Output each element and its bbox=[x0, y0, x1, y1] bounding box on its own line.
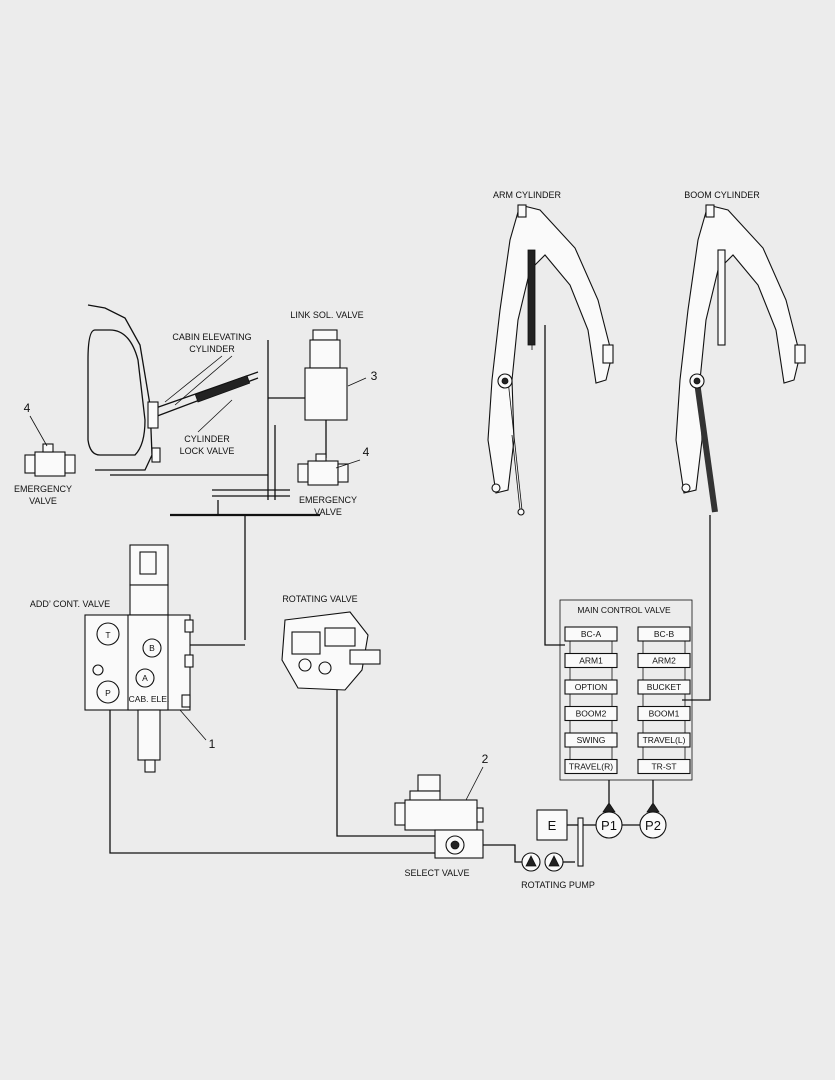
callout-2: 2 bbox=[482, 752, 489, 766]
pump-p2-label: P2 bbox=[645, 818, 661, 833]
rotating-valve-label: ROTATING VALVE bbox=[282, 594, 357, 604]
cylinder-lock-label-1: CYLINDER bbox=[184, 434, 230, 444]
engine-label: E bbox=[548, 818, 557, 833]
mcv-spool-right bbox=[637, 652, 691, 669]
emergency-valve-left-label-2: VALVE bbox=[29, 496, 57, 506]
main-control-valve-frame bbox=[559, 599, 693, 781]
mcv-spool-label: TRAVEL(R) bbox=[569, 762, 613, 772]
mcv-spool-right bbox=[637, 705, 691, 722]
mcv-spool-left bbox=[564, 705, 618, 722]
mcv-spool-right bbox=[637, 732, 691, 748]
mcv-spool-left bbox=[564, 758, 618, 775]
select-valve-label: SELECT VALVE bbox=[404, 868, 469, 878]
mcv-spool-label: OPTION bbox=[575, 682, 608, 692]
mcv-spool-label: TRAVEL(L) bbox=[643, 735, 686, 745]
mcv-spool-label: BC-A bbox=[581, 629, 602, 639]
callout-3: 3 bbox=[371, 369, 378, 383]
mcv-spool-label: TR-ST bbox=[651, 762, 676, 772]
link-sol-valve bbox=[268, 329, 348, 458]
arm-cylinder-drawing bbox=[487, 204, 614, 516]
mcv-spool-label: BOOM1 bbox=[649, 709, 680, 719]
mcv-spool-label: BUCKET bbox=[647, 682, 681, 692]
mcv-spool-label: BC-B bbox=[654, 629, 675, 639]
add-cont-valve bbox=[84, 544, 194, 773]
hydraulic-lines bbox=[109, 325, 711, 863]
mcv-spool-label: BOOM2 bbox=[576, 709, 607, 719]
mcv-spool-right bbox=[637, 679, 691, 695]
main-control-valve-label: MAIN CONTROL VALVE bbox=[577, 605, 671, 615]
link-sol-valve-label: LINK SOL. VALVE bbox=[290, 310, 363, 320]
cab-drawing bbox=[87, 304, 320, 646]
add-valve-port-a: A bbox=[142, 673, 148, 683]
mcv-spool-label: ARM2 bbox=[652, 656, 676, 666]
callout-4-left: 4 bbox=[24, 401, 31, 415]
add-valve-port-p: P bbox=[105, 688, 111, 698]
boom-cylinder-drawing bbox=[675, 204, 806, 513]
engine-box bbox=[536, 809, 568, 841]
cabin-elevating-leader bbox=[164, 355, 233, 406]
cylinder-lock-label-2: LOCK VALVE bbox=[180, 446, 235, 456]
add-cont-valve-label: ADD’ CONT. VALVE bbox=[30, 599, 110, 609]
emergency-valve-right bbox=[297, 453, 349, 486]
callout-4-right: 4 bbox=[363, 445, 370, 459]
add-valve-plate: CAB. ELE. bbox=[129, 694, 170, 704]
mcv-spool-label: SWING bbox=[577, 735, 606, 745]
arm-cylinder-label: ARM CYLINDER bbox=[493, 190, 562, 200]
emergency-valve-left bbox=[24, 443, 76, 477]
emergency-valve-right-label-2: VALVE bbox=[314, 507, 342, 517]
mcv-spool-right bbox=[637, 758, 691, 775]
select-valve bbox=[394, 774, 484, 859]
mcv-spool-left bbox=[564, 732, 618, 748]
rotating-valve bbox=[281, 611, 381, 691]
cabin-elevating-label-2: CYLINDER bbox=[189, 344, 235, 354]
pump-p1-label: P1 bbox=[601, 818, 617, 833]
mcv-spool-label: ARM1 bbox=[579, 656, 603, 666]
emergency-valve-left-label-1: EMERGENCY bbox=[14, 484, 72, 494]
rotating-pump-label: ROTATING PUMP bbox=[521, 880, 595, 890]
add-valve-port-b: B bbox=[149, 643, 155, 653]
emergency-valve-right-label-1: EMERGENCY bbox=[299, 495, 357, 505]
callout-1: 1 bbox=[209, 737, 216, 751]
mcv-spool-left bbox=[564, 626, 618, 642]
cabin-elevating-label-1: CABIN ELEVATING bbox=[172, 332, 251, 342]
cylinder-lock-leader bbox=[197, 399, 233, 433]
mcv-spool-left bbox=[564, 652, 618, 669]
mcv-spool-right bbox=[637, 626, 691, 642]
drive-shaft bbox=[577, 817, 584, 867]
rotating-pump bbox=[521, 852, 575, 872]
boom-cylinder-label: BOOM CYLINDER bbox=[684, 190, 760, 200]
add-valve-port-t: T bbox=[105, 630, 110, 640]
mcv-spool-left bbox=[564, 679, 618, 695]
